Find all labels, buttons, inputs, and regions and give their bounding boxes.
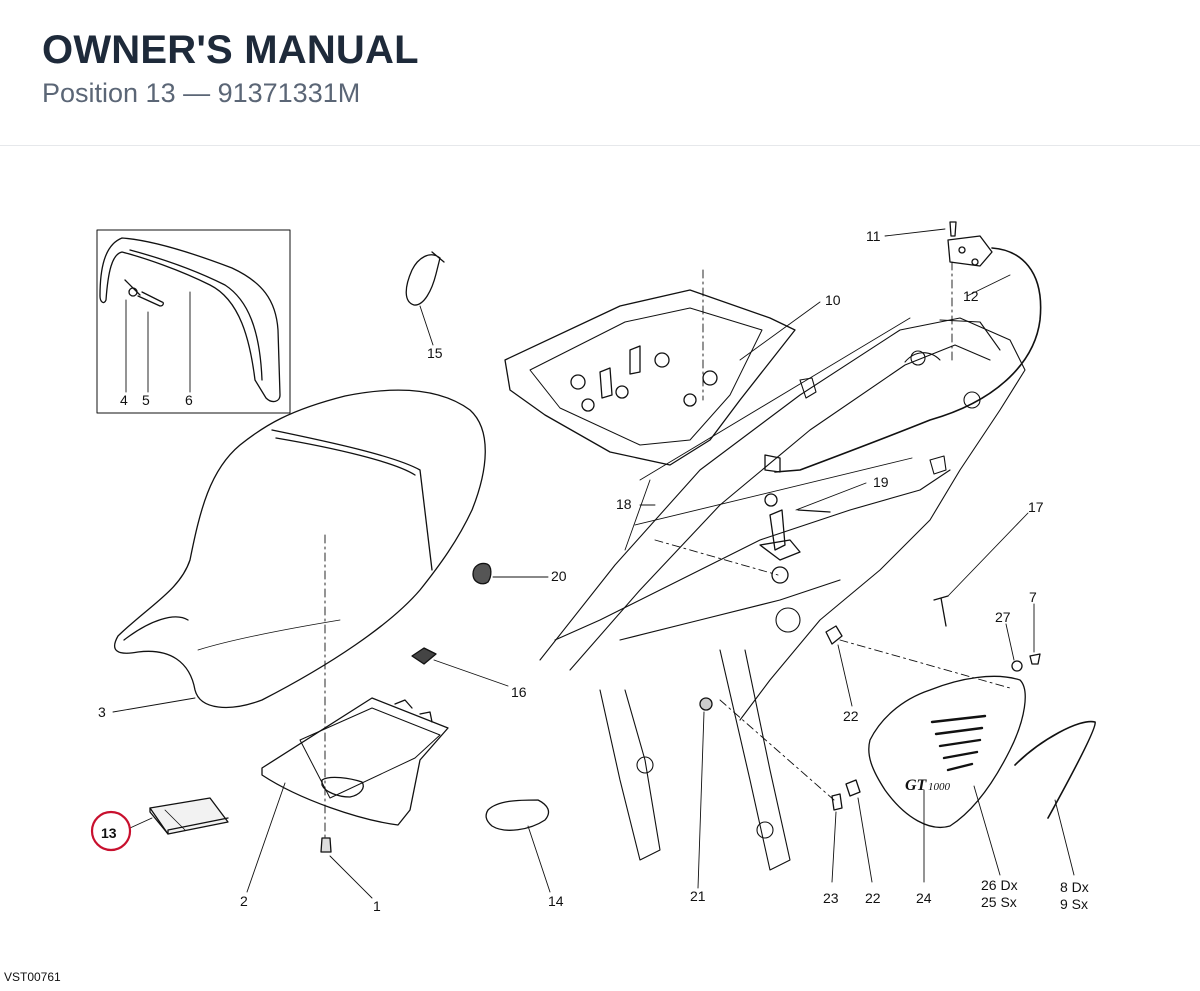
callout-labels: 4 5 6 3 13 2 1 15 20 16 14 10 11 12 18 1… — [98, 228, 1089, 914]
page-title: OWNER'S MANUAL — [42, 28, 419, 72]
svg-text:GT: GT — [905, 777, 928, 794]
callout-26-dx: 26 Dx — [981, 877, 1018, 893]
callout-25-sx: 25 Sx — [981, 894, 1017, 910]
screw-part-1 — [320, 837, 332, 853]
latch-cable-part — [764, 221, 1042, 473]
drawing-code: VST00761 — [4, 970, 61, 984]
callout-14: 14 — [548, 893, 564, 909]
callout-8-dx: 8 Dx — [1060, 879, 1089, 895]
callout-4: 4 — [120, 392, 128, 408]
cable-loop-part — [405, 251, 445, 306]
highlight-ring — [90, 810, 132, 852]
screw-part-7 — [1029, 653, 1041, 665]
pad-part — [485, 799, 550, 831]
grab-handle-inset — [96, 229, 291, 414]
callout-2: 2 — [240, 893, 248, 909]
callout-20: 20 — [551, 568, 567, 584]
page-subtitle: Position 13 — 91371331M — [42, 78, 361, 108]
callout-3: 3 — [98, 704, 106, 720]
callout-22-lower: 22 — [865, 890, 881, 906]
callout-15: 15 — [427, 345, 443, 361]
page-header: OWNER'S MANUAL Position 13 — 91371331M — [0, 0, 1200, 146]
clip-part-22b — [845, 779, 861, 797]
rear-frame-part — [539, 317, 1026, 871]
seat-tray-part — [261, 697, 449, 826]
seat-part — [114, 389, 486, 709]
rear-tray-part — [504, 289, 796, 466]
callout-24: 24 — [916, 890, 932, 906]
callout-11: 11 — [866, 228, 881, 244]
callout-27: 27 — [995, 609, 1011, 625]
callout-22-upper: 22 — [843, 708, 859, 724]
callout-10: 10 — [825, 292, 841, 308]
screw-part-23 — [831, 793, 843, 811]
washer-part-27 — [1011, 660, 1023, 672]
lock-assembly-part — [759, 493, 831, 584]
callout-18: 18 — [616, 496, 632, 512]
callout-9-sx: 9 Sx — [1060, 896, 1088, 912]
callout-13: 13 — [101, 825, 117, 841]
callout-21: 21 — [690, 888, 706, 904]
callout-17: 17 — [1028, 499, 1044, 515]
clip-part-22 — [825, 625, 843, 645]
callout-7: 7 — [1029, 589, 1037, 605]
callout-23: 23 — [823, 890, 839, 906]
owners-manual-booklet — [149, 797, 229, 835]
rubber-buffer-part — [472, 562, 492, 585]
callout-19: 19 — [873, 474, 889, 490]
nut-part-21 — [699, 697, 713, 711]
bolt-part-17 — [933, 595, 949, 627]
callout-1: 1 — [373, 898, 381, 914]
trim-strip-part — [1014, 720, 1096, 819]
callout-5: 5 — [142, 392, 150, 408]
svg-text:1000: 1000 — [928, 781, 951, 793]
side-cover-part — [868, 675, 1026, 828]
leader-lines — [112, 228, 1075, 899]
callout-16: 16 — [511, 684, 527, 700]
clip-part — [411, 647, 437, 665]
callout-12: 12 — [963, 288, 979, 304]
callout-6: 6 — [185, 392, 193, 408]
